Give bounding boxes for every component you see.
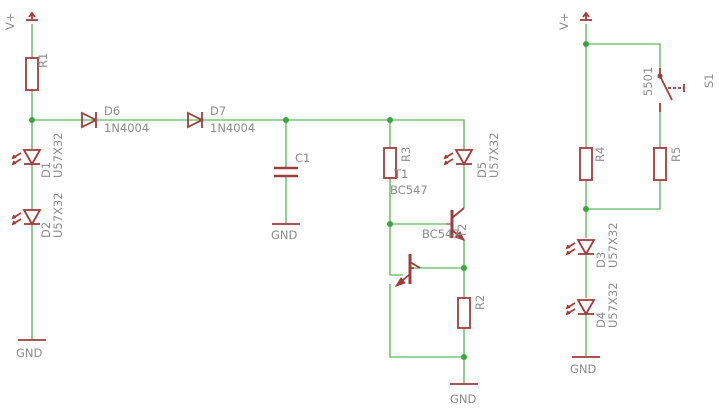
label-d1-part: U57X32 <box>51 132 65 178</box>
resistor-r4 <box>579 147 593 181</box>
label-r1: R1 <box>36 53 50 68</box>
label-d4-part: U57X32 <box>606 282 620 328</box>
label-gnd-right: GND <box>570 362 597 376</box>
wire-top-rail <box>32 119 465 150</box>
label-d3: D3 <box>594 252 608 268</box>
label-d2-part: U57X32 <box>51 192 65 238</box>
label-s1-part: 5501 <box>641 67 655 96</box>
wire-t2-base-drop <box>389 224 403 276</box>
transistor-t2 <box>394 254 421 287</box>
label-r5: R5 <box>669 147 683 162</box>
junction-dot <box>387 117 393 123</box>
wire-r5-bottom <box>586 180 661 210</box>
label-c1: C1 <box>295 151 310 165</box>
label-d5: D5 <box>475 162 489 178</box>
led-d2 <box>11 209 42 226</box>
resistor-r1 <box>25 57 39 91</box>
label-r3: R3 <box>399 147 413 162</box>
label-r4: R4 <box>593 147 607 162</box>
junctions <box>29 41 589 360</box>
junction-dot <box>387 221 393 227</box>
vplus-symbol-left <box>26 11 38 21</box>
label-d5-part: U57X32 <box>487 132 501 178</box>
junction-dot <box>283 117 289 123</box>
led-d4 <box>565 299 596 316</box>
label-t1-part: BC547 <box>390 183 428 197</box>
label-d4: D4 <box>594 312 608 328</box>
capacitor-c1 <box>274 166 298 178</box>
wire-t2-emitter <box>389 284 464 358</box>
wire-s1-top <box>586 43 661 68</box>
label-gnd-left: GND <box>16 346 43 360</box>
resistor-r3 <box>383 147 397 179</box>
label-d1: D1 <box>39 162 53 178</box>
led-d1 <box>11 149 42 166</box>
junction-dot <box>29 117 35 123</box>
diode-d7 <box>187 111 205 129</box>
label-d2: D2 <box>39 222 53 238</box>
label-t2: T2 <box>455 224 469 239</box>
label-vplus-right: V+ <box>557 12 571 30</box>
label-r2: R2 <box>473 295 487 310</box>
resistor-r2 <box>457 297 471 329</box>
label-s1: S1 <box>702 73 716 88</box>
wires <box>31 24 661 384</box>
label-d7: D7 <box>210 104 226 118</box>
label-gnd-r2: GND <box>450 392 477 406</box>
junction-dot <box>583 41 589 47</box>
label-d7-part: 1N4004 <box>210 121 255 135</box>
label-d6-part: 1N4004 <box>104 121 149 135</box>
label-d3-part: U57X32 <box>606 222 620 268</box>
resistor-r5 <box>653 147 667 181</box>
vplus-symbol-right <box>580 11 592 21</box>
led-d3 <box>565 239 596 256</box>
label-gnd-c1: GND <box>271 228 298 242</box>
label-t2-part: BC547 <box>422 227 460 241</box>
switch-s1 <box>657 68 685 112</box>
junction-dot <box>461 354 467 360</box>
label-d6: D6 <box>104 104 120 118</box>
junction-dot <box>583 206 589 212</box>
transistor-t1 <box>446 207 465 241</box>
diode-d6 <box>81 111 99 129</box>
junction-dot <box>461 265 467 271</box>
led-d5 <box>443 149 474 166</box>
label-t1: T1 <box>393 167 408 181</box>
label-vplus-left: V+ <box>3 12 17 30</box>
